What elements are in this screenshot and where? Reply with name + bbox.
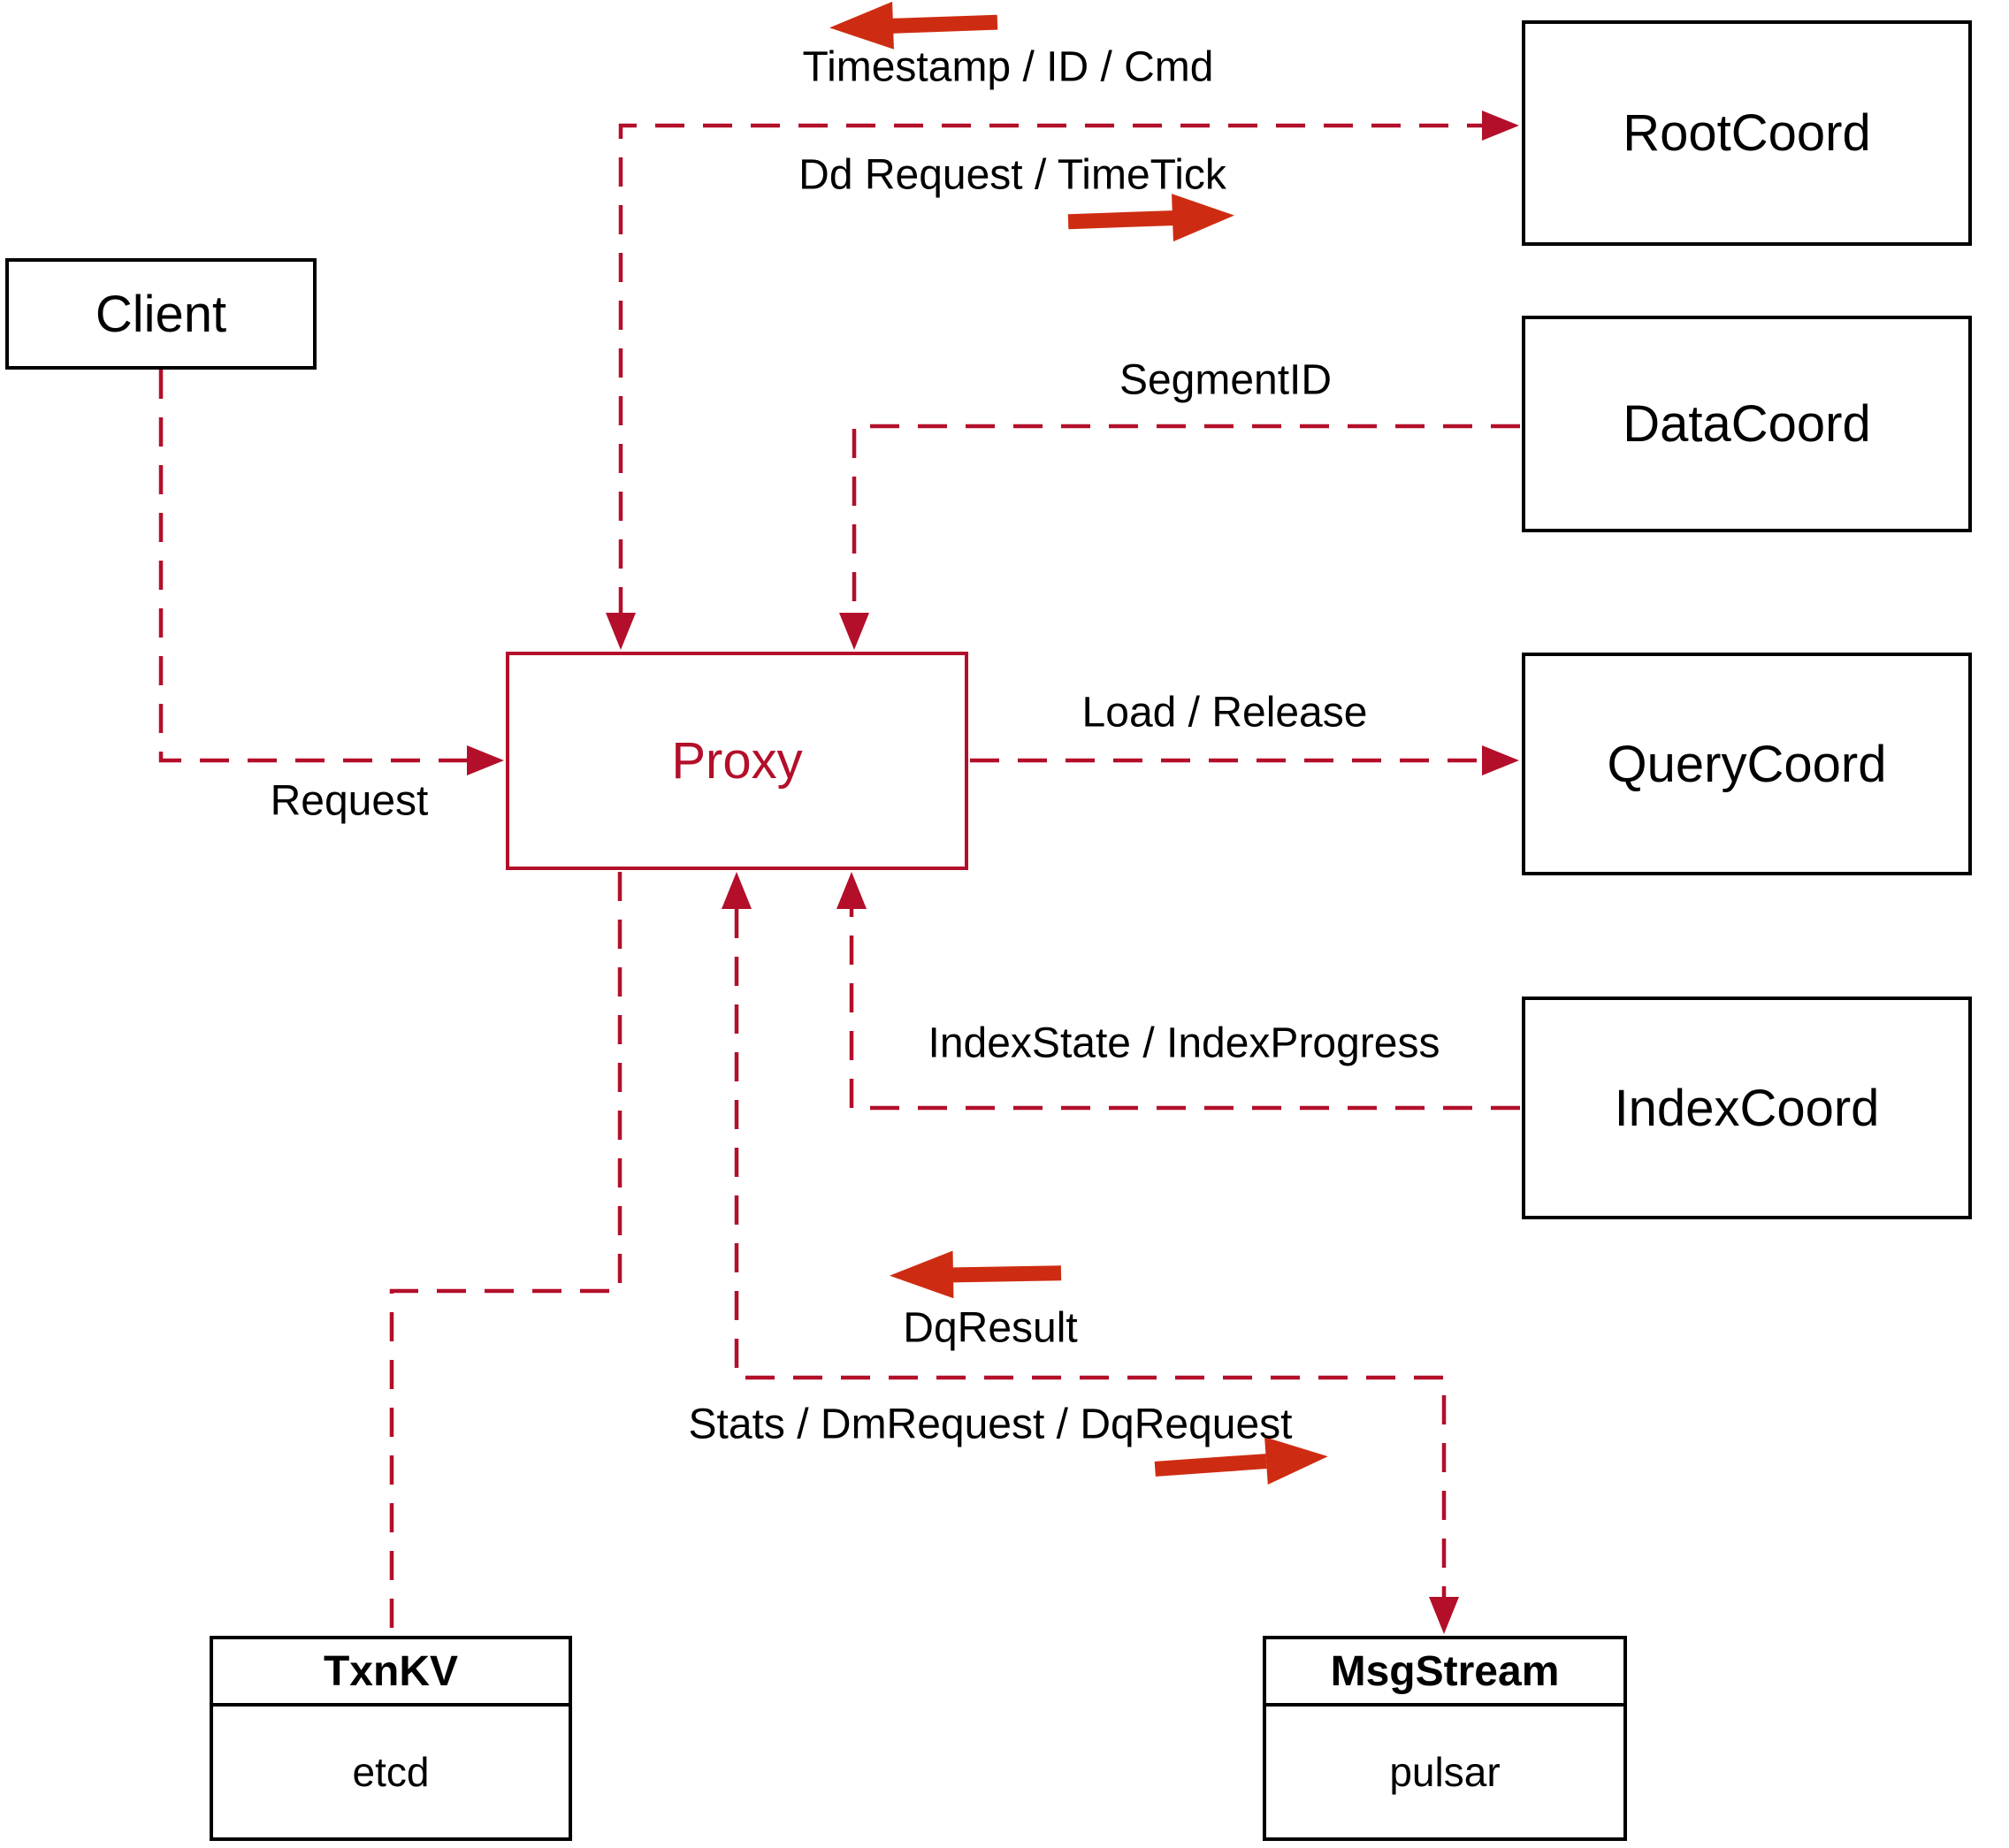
node-msgstream-title: MsgStream xyxy=(1266,1639,1623,1707)
node-proxy-label: Proxy xyxy=(671,732,803,790)
node-msgstream: MsgStream pulsar xyxy=(1263,1636,1627,1841)
edge-proxy-msgstream xyxy=(722,872,1459,1634)
node-rootcoord-label: RootCoord xyxy=(1623,104,1871,162)
node-msgstream-impl: pulsar xyxy=(1389,1749,1501,1795)
node-indexcoord: IndexCoord xyxy=(1522,997,1972,1219)
node-rootcoord: RootCoord xyxy=(1522,20,1972,246)
node-querycoord: QueryCoord xyxy=(1522,653,1972,875)
edge-label-timestamp: Timestamp / ID / Cmd xyxy=(802,43,1214,91)
node-proxy: Proxy xyxy=(506,652,968,870)
edge-client-proxy xyxy=(158,370,504,775)
edge-label-stats: Stats / DmRequest / DqRequest xyxy=(688,1401,1293,1448)
edge-label-indexstate: IndexState / IndexProgress xyxy=(928,1019,1440,1067)
edge-label-dd-request: Dd Request / TimeTick xyxy=(798,151,1226,199)
flow-arrow-right-top-icon xyxy=(1067,194,1234,242)
edge-label-load-release: Load / Release xyxy=(1081,689,1368,737)
edge-proxy-rootcoord xyxy=(606,111,1519,650)
node-querycoord-label: QueryCoord xyxy=(1607,735,1887,793)
node-txnkv-title: TxnKV xyxy=(213,1639,569,1707)
edge-indexcoord-proxy xyxy=(836,872,1520,1111)
node-indexcoord-label: IndexCoord xyxy=(1614,1079,1880,1137)
flow-arrow-left-top-icon xyxy=(829,1,998,50)
node-datacoord: DataCoord xyxy=(1522,316,1972,532)
edge-label-dqresult: DqResult xyxy=(903,1304,1078,1352)
node-txnkv-impl: etcd xyxy=(352,1749,430,1795)
edge-label-segmentid: SegmentID xyxy=(1119,356,1333,404)
node-txnkv: TxnKV etcd xyxy=(210,1636,572,1841)
flow-arrow-left-bottom-icon xyxy=(890,1250,1062,1299)
node-client: Client xyxy=(5,258,317,370)
edge-proxy-querycoord xyxy=(970,745,1519,775)
edge-label-request: Request xyxy=(270,777,429,825)
edge-proxy-txnkv xyxy=(389,872,623,1634)
node-client-label: Client xyxy=(95,285,227,343)
edge-datacoord-proxy xyxy=(839,424,1520,650)
node-datacoord-label: DataCoord xyxy=(1623,395,1871,453)
flow-arrow-right-bottom-icon xyxy=(1154,1437,1328,1485)
